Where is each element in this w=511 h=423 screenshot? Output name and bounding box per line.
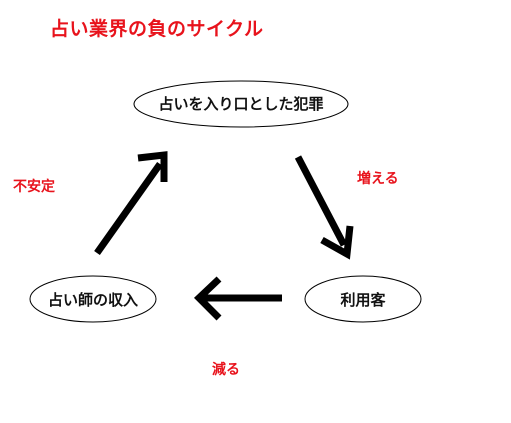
diagram-title: 占い業界の負のサイクル (50, 18, 264, 40)
node-crime-ellipse (133, 80, 349, 128)
node-income-label: 占い師の収入 (47, 291, 138, 309)
edge-label-unstable: 不安定 (13, 179, 55, 195)
node-income-ellipse (29, 275, 157, 323)
node-customers-label: 利用客 (340, 291, 386, 309)
edge-label-increase: 増える (357, 171, 399, 187)
node-customers-ellipse (304, 275, 422, 323)
arrow-crime-to-customers (294, 155, 354, 260)
arrow-income-to-crime (94, 151, 168, 256)
edge-label-decrease: 減る (212, 362, 240, 378)
node-crime-label: 占いを入り口とした犯罪 (158, 95, 324, 113)
arrow-customers-to-income (193, 276, 282, 321)
